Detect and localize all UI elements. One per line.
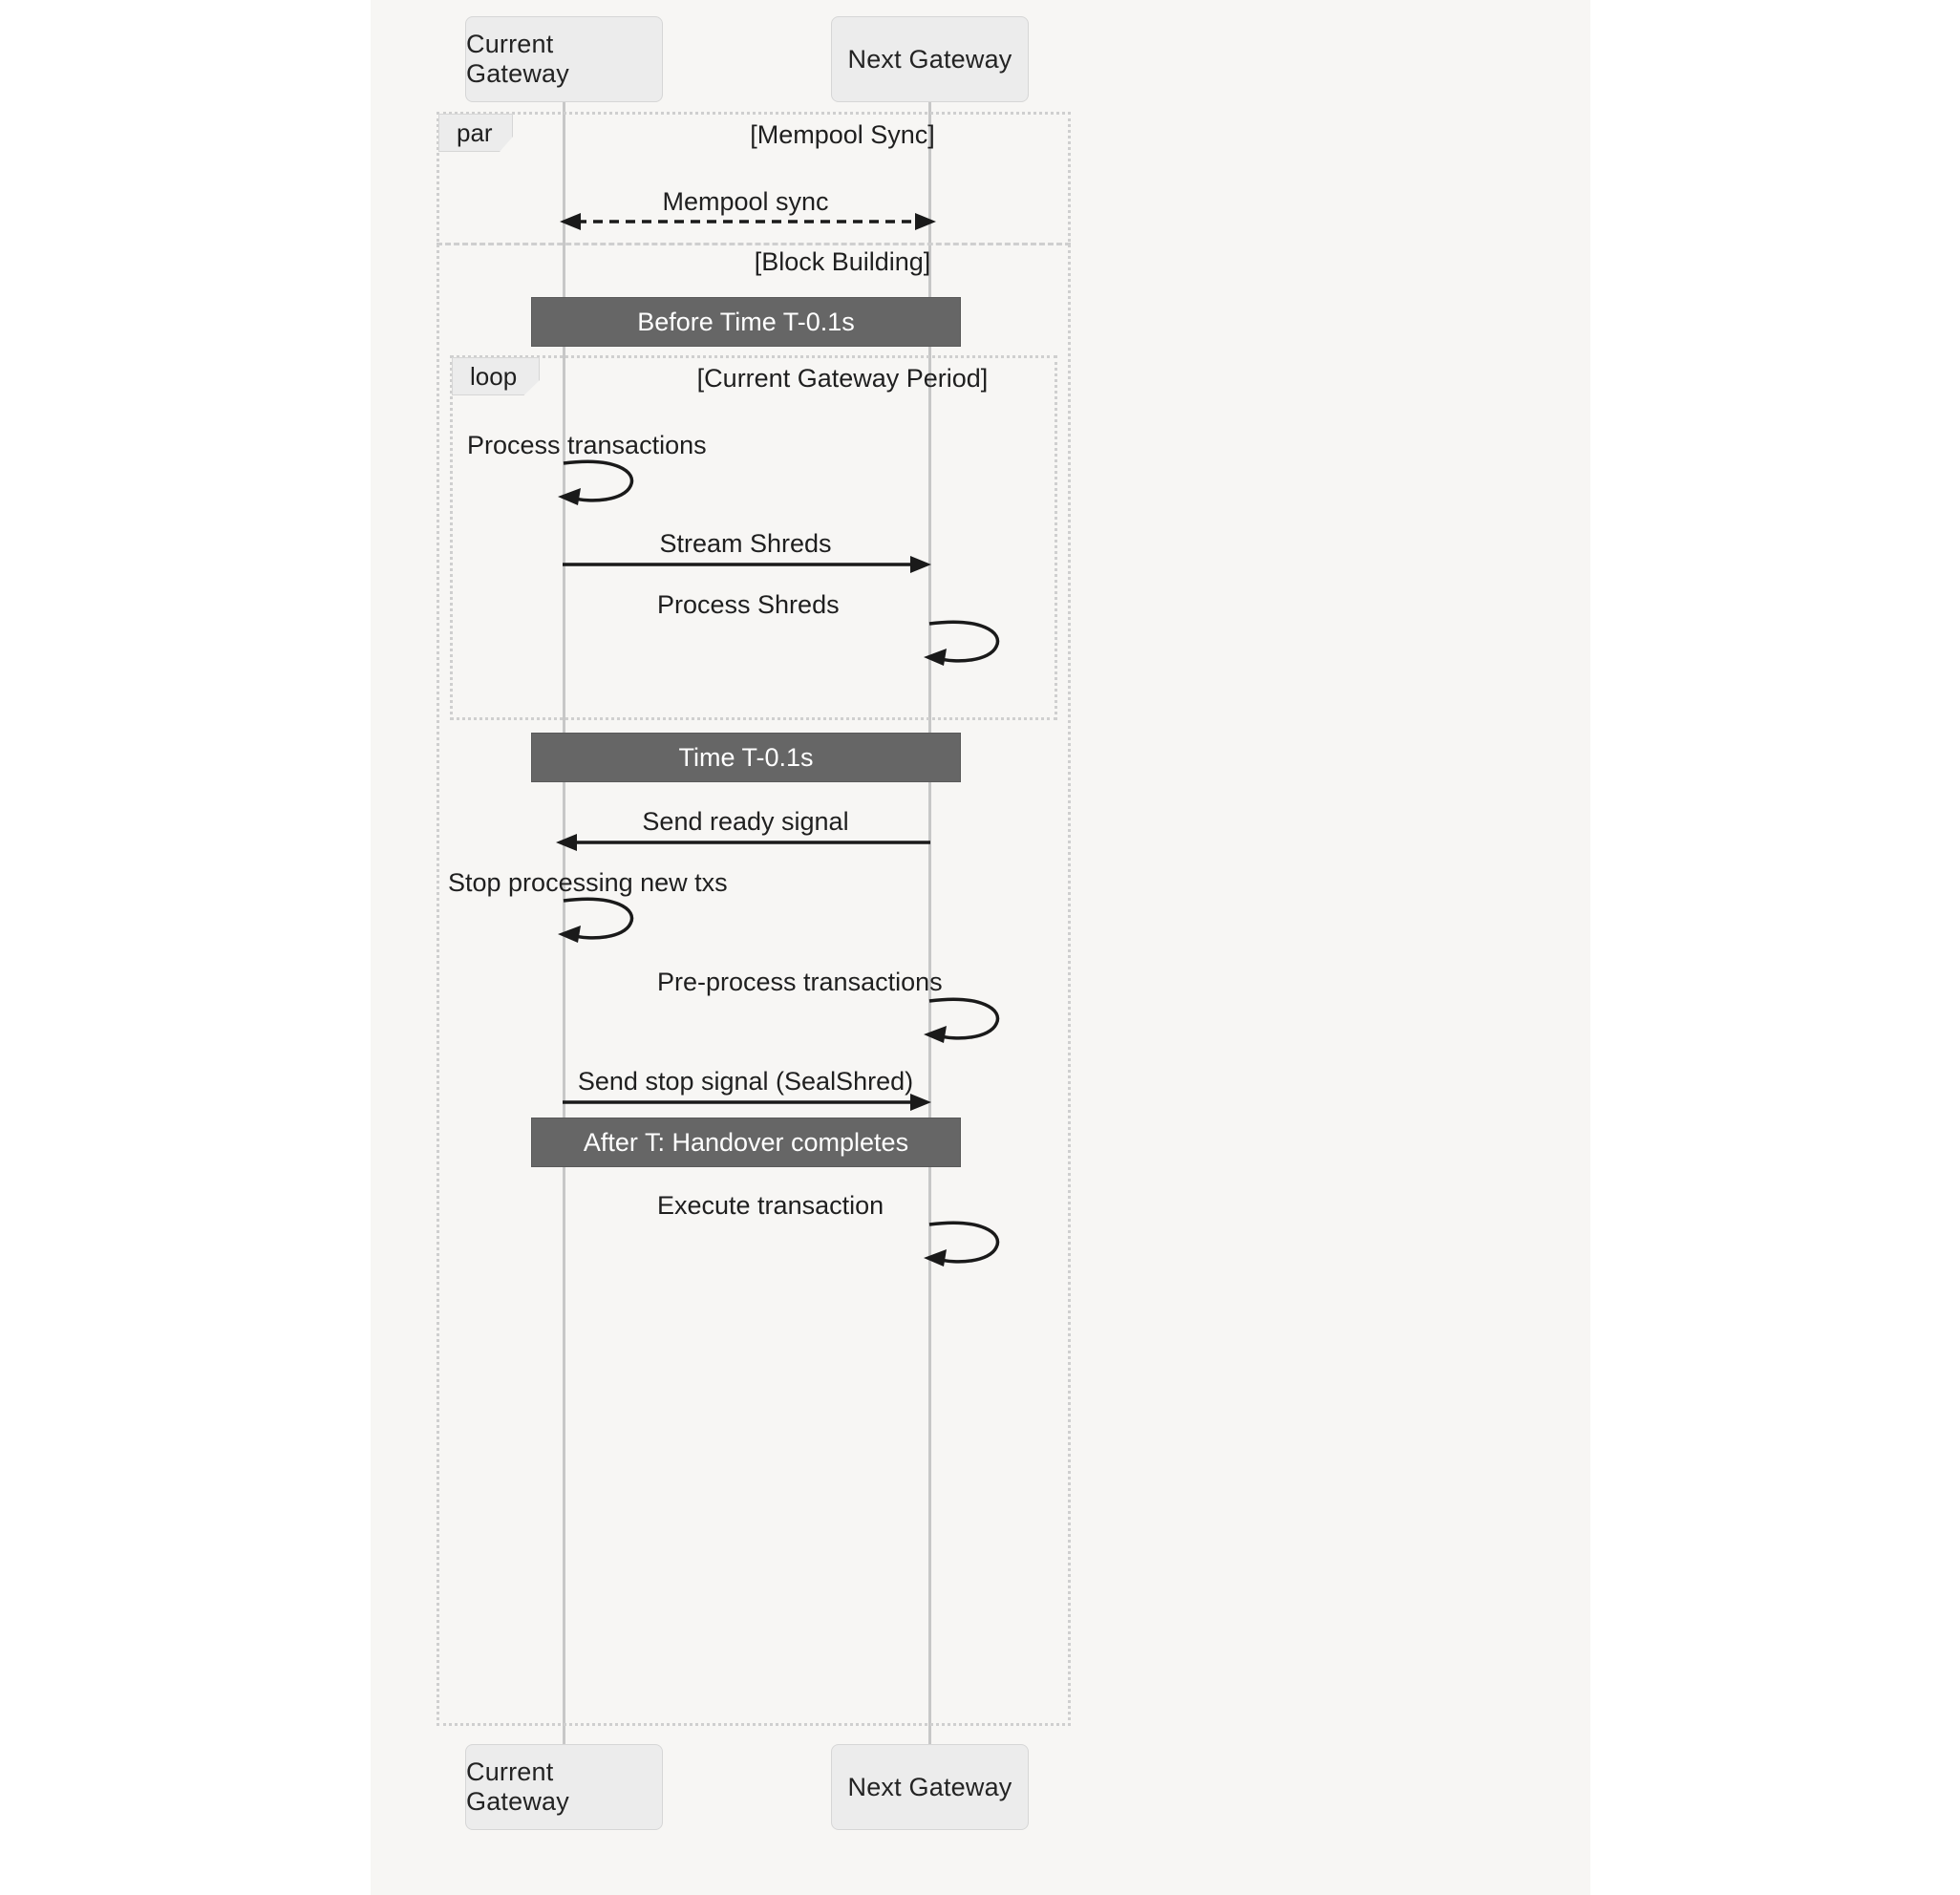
participant-box-current-gateway-top[interactable]: Current Gateway: [465, 16, 663, 102]
message-text: Stream Shreds: [659, 529, 832, 558]
message-label-pre-process-transactions: Pre-process transactions: [657, 968, 1052, 997]
message-arrow-pre-process-transactions: [924, 997, 1000, 1043]
fragment-par: [437, 112, 1071, 1726]
participant-label: Next Gateway: [847, 1772, 1012, 1801]
participant-label: Current Gateway: [466, 1757, 569, 1816]
message-text: Mempool sync: [662, 187, 829, 216]
fragment-par-divider: [437, 243, 1071, 245]
lifeline-next-gateway: [928, 101, 931, 1746]
fragment-section-title-label: [Mempool Sync]: [750, 120, 935, 149]
lifeline-current-gateway: [563, 101, 565, 1746]
message-arrow-execute-transaction: [924, 1221, 1000, 1267]
participant-box-current-gateway-bottom[interactable]: Current Gateway: [465, 1744, 663, 1830]
message-arrow-mempool-sync: [560, 213, 936, 230]
message-text: Process Shreds: [657, 590, 840, 619]
message-label-execute-transaction: Execute transaction: [657, 1191, 1052, 1221]
message-arrow-stop-processing-new-txs: [558, 897, 634, 943]
fragment-par-section-1-title: [Mempool Sync]: [562, 120, 1123, 150]
note-text: Before Time T-0.1s: [637, 307, 855, 336]
message-text: Pre-process transactions: [657, 968, 943, 996]
participant-box-next-gateway-bottom[interactable]: Next Gateway: [831, 1744, 1029, 1830]
fragment-loop-keyword-tab: loop: [452, 357, 540, 395]
fragment-keyword-label: par: [457, 117, 493, 147]
message-text: Send ready signal: [642, 807, 849, 836]
fragment-loop: [450, 355, 1057, 720]
message-label-process-transactions: Process transactions: [467, 431, 849, 460]
message-arrow-stream-shreds: [563, 556, 931, 573]
fragment-par-section-2-title: [Block Building]: [562, 247, 1123, 277]
participant-box-next-gateway-top[interactable]: Next Gateway: [831, 16, 1029, 102]
fragment-par-keyword-tab: par: [438, 114, 513, 152]
message-text: Send stop signal (SealShred): [577, 1067, 914, 1096]
fragment-keyword-label: loop: [470, 361, 518, 391]
note-text: After T: Handover completes: [583, 1127, 909, 1157]
message-label-mempool-sync: Mempool sync: [563, 187, 928, 217]
participant-label: Current Gateway: [466, 30, 569, 88]
message-label-stream-shreds: Stream Shreds: [563, 529, 928, 559]
message-label-send-stop-signal: Send stop signal (SealShred): [563, 1067, 928, 1097]
message-label-send-ready-signal: Send ready signal: [563, 807, 928, 837]
fragment-section-title-label: [Current Gateway Period]: [696, 364, 989, 393]
message-arrow-send-ready-signal: [556, 834, 930, 851]
fragment-section-title-label: [Block Building]: [754, 247, 931, 276]
message-text: Stop processing new txs: [448, 868, 728, 897]
message-label-stop-processing-new-txs: Stop processing new txs: [448, 868, 878, 898]
diagram-canvas: Current Gateway Next Gateway par [Mempoo…: [371, 0, 1590, 1895]
message-text: Process transactions: [467, 431, 707, 459]
note-text: Time T-0.1s: [678, 742, 814, 772]
fragment-loop-section-1-title: [Current Gateway Period]: [562, 364, 1123, 394]
note-before-time-t: Before Time T-0.1s: [531, 297, 961, 347]
message-arrow-process-shreds: [924, 620, 1000, 666]
message-arrow-process-transactions: [558, 459, 634, 505]
note-time-t: Time T-0.1s: [531, 733, 961, 782]
note-after-t-handover: After T: Handover completes: [531, 1118, 961, 1167]
message-text: Execute transaction: [657, 1191, 884, 1220]
message-label-process-shreds: Process Shreds: [657, 590, 1039, 620]
message-arrow-send-stop-signal: [563, 1094, 931, 1111]
participant-label: Next Gateway: [847, 44, 1012, 74]
